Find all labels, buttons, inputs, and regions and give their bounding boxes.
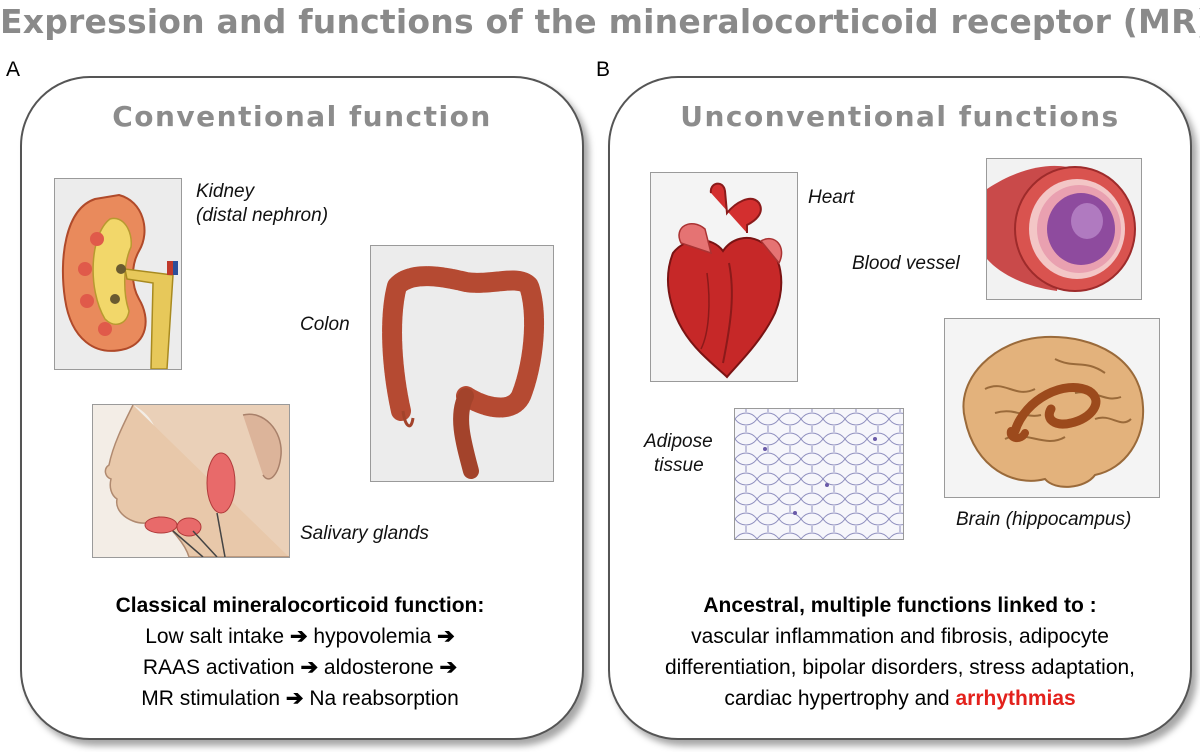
panel-a-summary-line-3: MR stimulation ➔ Na reabsorption	[40, 683, 560, 714]
panel-a-summary: Classical mineralocorticoid function: Lo…	[40, 590, 560, 714]
brain-label: Brain (hippocampus)	[956, 509, 1132, 530]
colon-illustration	[370, 245, 554, 482]
kidney-illustration	[54, 178, 182, 370]
brain-illustration	[944, 318, 1160, 498]
line-2-effect: aldosterone	[323, 656, 434, 679]
panel-a-title: Conventional function	[112, 100, 492, 133]
heart-illustration	[650, 172, 798, 382]
panel-a-summary-line-1: Low salt intake ➔ hypovolemia ➔	[40, 621, 560, 652]
arrow-right-icon: ➔	[300, 656, 319, 679]
panel-b-summary: Ancestral, multiple functions linked to …	[620, 590, 1180, 714]
adipose-tissue-label-line-1: Adipose	[644, 431, 713, 452]
panel-a-summary-heading: Classical mineralocorticoid function:	[115, 594, 485, 617]
arrow-right-icon: ➔	[285, 687, 304, 710]
panel-b-summary-line-1: vascular inflammation and fibrosis, adip…	[691, 625, 1109, 648]
line-3-cause: MR stimulation	[141, 687, 281, 710]
arrow-right-icon: ➔	[437, 625, 455, 648]
panel-b-summary-line-3: cardiac hypertrophy and arrhythmias	[620, 683, 1180, 714]
heart-label: Heart	[808, 187, 855, 208]
line-3-effect: Na reabsorption	[309, 687, 459, 710]
line-2-cause: RAAS activation	[142, 656, 295, 679]
panel-b-summary-line-2: differentiation, bipolar disorders, stre…	[664, 656, 1136, 679]
kidney-label: Kidney	[196, 181, 255, 202]
blood-vessel-illustration	[986, 158, 1142, 300]
adipose-tissue-micrograph	[734, 408, 904, 540]
line-3-text: cardiac hypertrophy and	[724, 687, 950, 710]
panel-b-letter: B	[596, 58, 611, 81]
line-1-cause: Low salt intake	[145, 625, 285, 648]
salivary-glands-label: Salivary glands	[300, 523, 429, 544]
figure-title: Expression and functions of the mineralo…	[0, 2, 1200, 41]
blood-vessel-label: Blood vessel	[852, 253, 960, 274]
panel-b-summary-heading: Ancestral, multiple functions linked to …	[703, 594, 1097, 617]
colon-label: Colon	[300, 314, 350, 335]
adipose-tissue-label-line-2: tissue	[654, 455, 704, 476]
arrow-right-icon: ➔	[439, 656, 458, 679]
salivary-glands-illustration	[92, 404, 290, 558]
kidney-sublabel: (distal nephron)	[196, 205, 329, 226]
panel-a-letter: A	[6, 58, 21, 81]
arrow-right-icon: ➔	[289, 625, 308, 648]
panel-a-summary-line-2: RAAS activation ➔ aldosterone ➔	[40, 652, 560, 683]
arrhythmias-highlight: arrhythmias	[955, 687, 1076, 710]
line-1-effect: hypovolemia	[313, 625, 432, 648]
panel-b-title: Unconventional functions	[680, 100, 1120, 133]
